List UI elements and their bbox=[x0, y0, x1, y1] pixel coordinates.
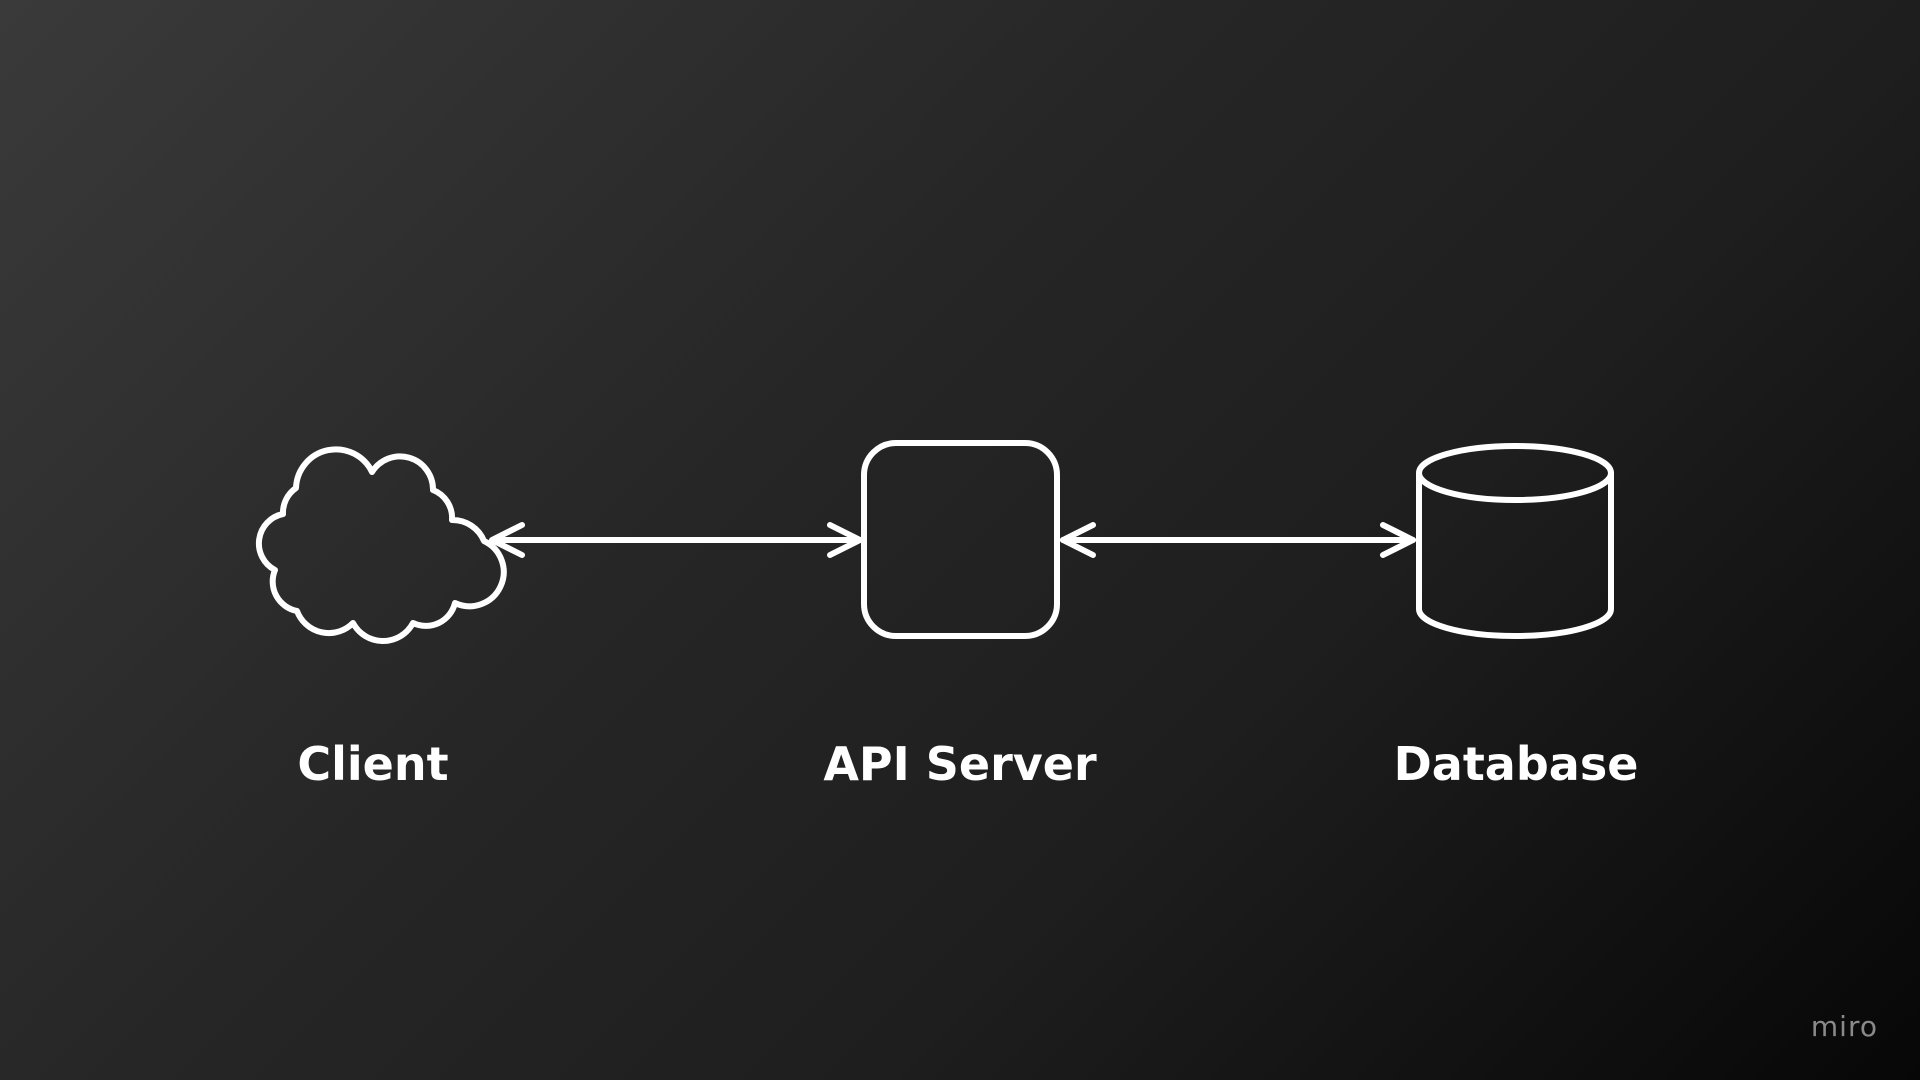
client-node[interactable] bbox=[255, 446, 507, 644]
database-cylinder-icon bbox=[1416, 443, 1614, 639]
database-node[interactable] bbox=[1416, 443, 1614, 639]
client-label: Client bbox=[297, 737, 449, 791]
api-server-label: API Server bbox=[823, 737, 1097, 791]
cloud-icon bbox=[255, 446, 507, 644]
connector-server-database bbox=[1060, 522, 1416, 558]
api-server-node[interactable] bbox=[861, 440, 1060, 639]
connector-client-server bbox=[489, 522, 863, 558]
database-label: Database bbox=[1393, 737, 1639, 791]
miro-watermark: miro bbox=[1810, 1010, 1878, 1043]
arrowhead-right-icon bbox=[1380, 522, 1416, 558]
arrowhead-left-icon bbox=[1060, 522, 1096, 558]
rounded-square-icon bbox=[861, 440, 1060, 639]
arrowhead-right-icon bbox=[827, 522, 863, 558]
arrowhead-left-icon bbox=[489, 522, 525, 558]
